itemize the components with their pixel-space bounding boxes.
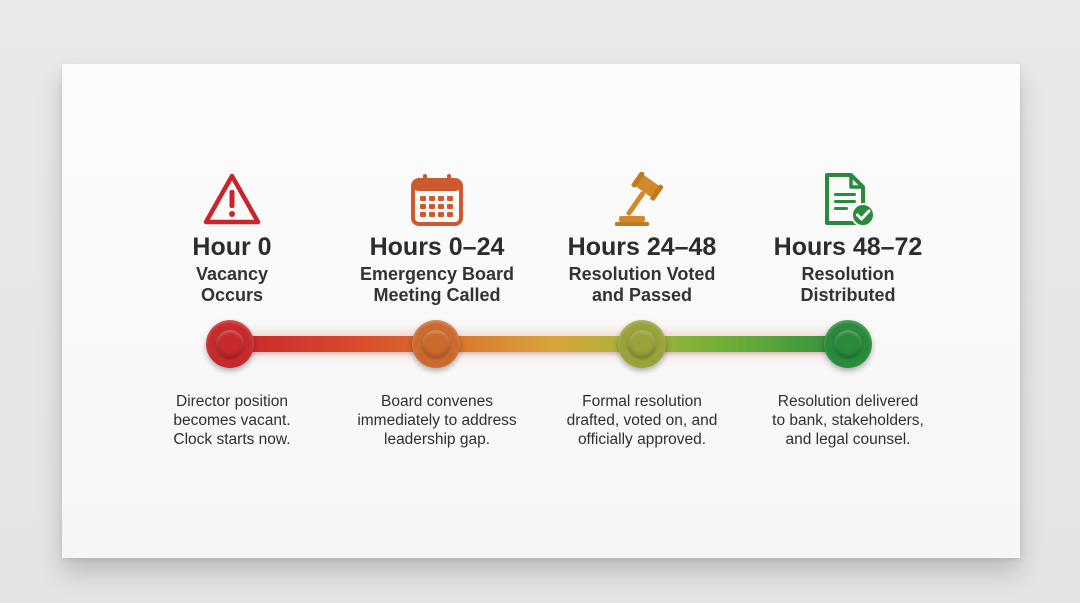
stage-title-line: Resolution bbox=[801, 264, 895, 284]
timeline-node-hours-0-24 bbox=[412, 320, 460, 368]
stage-hours-label: Hour 0 bbox=[192, 233, 272, 261]
stage-description-line: leadership gap. bbox=[384, 431, 490, 448]
stage-description-line: Resolution delivered bbox=[777, 393, 919, 410]
stage-title: Resolution Voted and Passed bbox=[532, 264, 752, 306]
timeline-gradient-bar bbox=[230, 336, 850, 352]
stage-description-line: officially approved. bbox=[577, 431, 707, 448]
gavel-icon bbox=[532, 170, 752, 230]
stage-title-line: Occurs bbox=[200, 285, 264, 305]
stage-description: Board convenes immediately to address le… bbox=[327, 392, 547, 449]
timeline-node-hours-24-48 bbox=[618, 320, 666, 368]
stage-description-line: becomes vacant. bbox=[173, 412, 291, 429]
stage-description-line: and legal counsel. bbox=[785, 431, 911, 448]
stage-title: Resolution Distributed bbox=[738, 264, 958, 306]
stage-description: Resolution delivered to bank, stakeholde… bbox=[738, 392, 958, 449]
stage-description-line: Director position bbox=[176, 393, 288, 410]
stage-description: Director position becomes vacant. Clock … bbox=[122, 392, 342, 449]
stage-title-line: and Passed bbox=[591, 285, 693, 305]
document-check-icon bbox=[738, 170, 958, 230]
timeline-card bbox=[62, 64, 1020, 558]
stage-description-line: drafted, voted on, and bbox=[566, 412, 718, 429]
stage-description-line: Board convenes bbox=[380, 393, 494, 410]
stage-hours-label: Hours 48–72 bbox=[773, 233, 923, 261]
stage-title-line: Distributed bbox=[800, 285, 896, 305]
timeline-node-hour-0 bbox=[206, 320, 254, 368]
timeline-node-hours-48-72 bbox=[824, 320, 872, 368]
stage-title: Vacancy Occurs bbox=[122, 264, 342, 306]
stage-description-line: immediately to address bbox=[357, 412, 517, 429]
stage-hours-label: Hours 0–24 bbox=[369, 233, 505, 261]
timeline-track bbox=[206, 320, 872, 368]
stage-title-line: Vacancy bbox=[195, 264, 269, 284]
stage-title-line: Resolution Voted bbox=[568, 264, 716, 284]
stage-description-line: to bank, stakeholders, bbox=[772, 412, 924, 429]
stage-description: Formal resolution drafted, voted on, and… bbox=[532, 392, 752, 449]
calendar-icon bbox=[327, 170, 547, 230]
stage-title-line: Meeting Called bbox=[373, 285, 501, 305]
stage-hours-label: Hours 24–48 bbox=[567, 233, 717, 261]
stage-description-line: Clock starts now. bbox=[173, 431, 291, 448]
warning-triangle-icon bbox=[122, 170, 342, 230]
stage-title-line: Emergency Board bbox=[359, 264, 515, 284]
stage-title: Emergency Board Meeting Called bbox=[327, 264, 547, 306]
stage-description-line: Formal resolution bbox=[582, 393, 702, 410]
